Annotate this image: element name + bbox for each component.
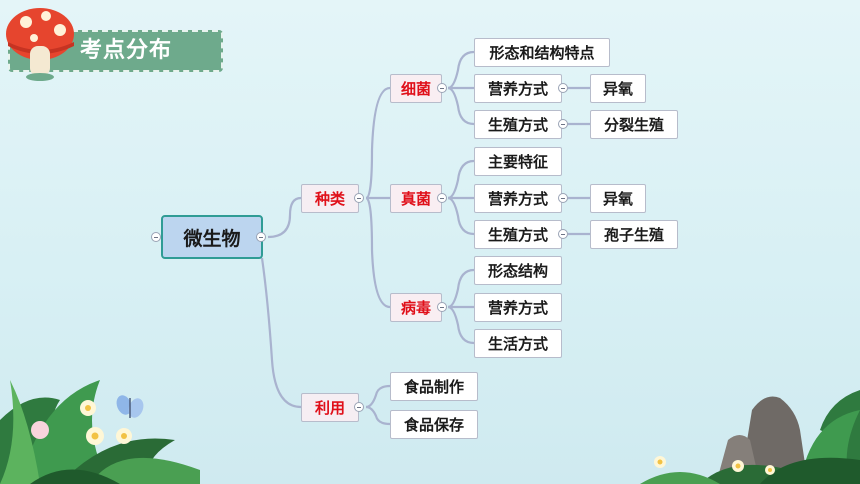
root-node[interactable]: 微生物: [161, 215, 263, 259]
collapse-icon[interactable]: [354, 193, 364, 203]
mushroom-icon: [6, 8, 74, 81]
flower-icon: [654, 456, 775, 475]
detail-node[interactable]: 异氧: [590, 184, 646, 213]
detail-node[interactable]: 分裂生殖: [590, 110, 678, 139]
detail-node[interactable]: 孢子生殖: [590, 220, 678, 249]
collapse-icon[interactable]: [558, 193, 568, 203]
leaf-node[interactable]: 主要特征: [474, 147, 562, 176]
type-node-virus[interactable]: 病毒: [390, 293, 442, 322]
leaf-node[interactable]: 营养方式: [474, 293, 562, 322]
collapse-icon[interactable]: [354, 402, 364, 412]
leaf-node[interactable]: 生殖方式: [474, 220, 562, 249]
leaf-node[interactable]: 形态结构: [474, 256, 562, 285]
category-node-species[interactable]: 种类: [301, 184, 359, 213]
use-node[interactable]: 食品保存: [390, 410, 478, 439]
collapse-icon[interactable]: [437, 302, 447, 312]
leaf-node[interactable]: 营养方式: [474, 74, 562, 103]
butterfly-icon: [116, 395, 144, 418]
collapse-icon[interactable]: [256, 232, 266, 242]
collapse-icon[interactable]: [558, 119, 568, 129]
type-node-fungi[interactable]: 真菌: [390, 184, 442, 213]
leaf-node[interactable]: 生殖方式: [474, 110, 562, 139]
collapse-icon[interactable]: [151, 232, 161, 242]
collapse-icon[interactable]: [558, 83, 568, 93]
category-node-use[interactable]: 利用: [301, 393, 359, 422]
collapse-icon[interactable]: [437, 193, 447, 203]
leaf-node[interactable]: 形态和结构特点: [474, 38, 610, 67]
leaf-node[interactable]: 生活方式: [474, 329, 562, 358]
type-node-bacteria[interactable]: 细菌: [390, 74, 442, 103]
use-node[interactable]: 食品制作: [390, 372, 478, 401]
collapse-icon[interactable]: [558, 229, 568, 239]
detail-node[interactable]: 异氧: [590, 74, 646, 103]
right-leaves-decoration: [640, 390, 860, 484]
collapse-icon[interactable]: [437, 83, 447, 93]
page-title: 考点分布: [80, 38, 173, 63]
leaf-node[interactable]: 营养方式: [474, 184, 562, 213]
flower-icon: [31, 400, 132, 445]
